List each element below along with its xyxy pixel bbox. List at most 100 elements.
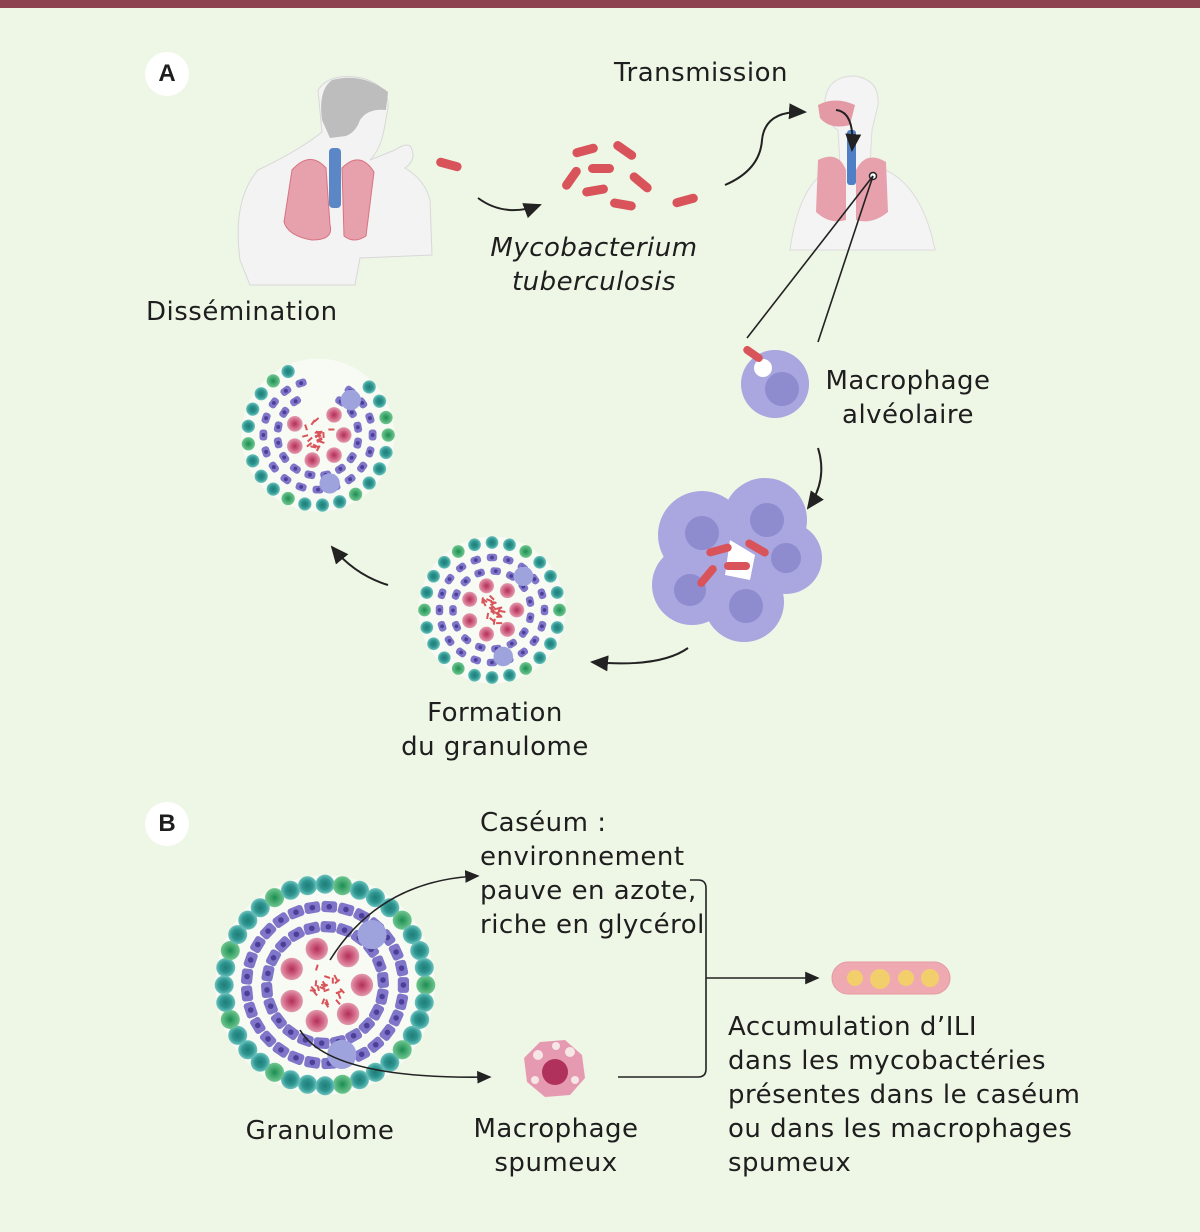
lymphocyte-cell xyxy=(246,454,259,467)
lymphocyte-cell xyxy=(379,411,392,424)
lymphocyte-cell xyxy=(415,993,434,1012)
label-transmission: Transmission xyxy=(614,56,788,90)
lymphocyte-cell xyxy=(363,476,376,489)
disseminating-granuloma-icon xyxy=(242,359,395,512)
lymphocyte-cell xyxy=(246,403,259,416)
foamy-cell xyxy=(304,452,320,468)
lymphocyte-cell xyxy=(242,420,255,433)
label-bacterium-line2: tuberculosis xyxy=(482,265,706,299)
foamy-cell xyxy=(462,613,477,628)
label-caseum-line1: Caséum : xyxy=(480,806,606,840)
label-foamy-line2: spumeux xyxy=(466,1146,646,1180)
arrow-to-dissemination xyxy=(332,547,388,585)
lymphocyte-cell xyxy=(373,395,386,408)
foamy-cell xyxy=(326,447,342,463)
arrow-to-granuloma xyxy=(592,648,688,663)
lymphocyte-cell xyxy=(416,975,435,994)
foamy-cell xyxy=(281,990,303,1012)
lymphocyte-cell xyxy=(333,1075,352,1094)
lymphocyte-cell xyxy=(333,495,346,508)
panel-b-badge: B xyxy=(145,802,189,846)
lymphocyte-cell xyxy=(379,446,392,459)
bacteria-cluster-icon xyxy=(435,139,699,211)
lymphocyte-cell xyxy=(363,380,376,393)
bacterium xyxy=(496,622,502,624)
foamy-cell xyxy=(509,603,524,618)
lymphocyte-cell xyxy=(415,958,434,977)
bacterium xyxy=(322,432,324,438)
lymphocyte-cell xyxy=(468,669,481,682)
label-caseum-line2: environnement xyxy=(480,840,685,874)
foamy-cell xyxy=(306,938,328,960)
lymphocyte-cell xyxy=(373,462,386,475)
lymphocyte-cell xyxy=(418,604,431,617)
foamy-cell xyxy=(287,438,303,454)
lymphocyte-cell xyxy=(544,570,557,583)
foamy-cell xyxy=(479,578,494,593)
lymphocyte-cell xyxy=(242,437,255,450)
lymphocyte-cell xyxy=(427,570,440,583)
label-result-line3: présentes dans le caséum xyxy=(728,1078,1080,1112)
lymphocyte-cell xyxy=(298,876,317,895)
bacterium xyxy=(491,607,493,613)
lymphocyte-cell xyxy=(221,1010,240,1029)
lymphocyte-cell xyxy=(427,637,440,650)
lymphocyte-cell xyxy=(281,365,294,378)
lymphocyte-cell xyxy=(553,604,566,617)
foamy-macrophage-icon xyxy=(524,1040,585,1097)
foamy-cell xyxy=(462,592,477,607)
lymphocyte-cell xyxy=(255,387,268,400)
lymphocyte-cell xyxy=(216,993,235,1012)
foamy-cell xyxy=(281,958,303,980)
lymphocyte-cell xyxy=(452,545,465,558)
bacterium xyxy=(332,978,334,984)
lymphocyte-cell xyxy=(438,556,451,569)
lymphocyte-cell xyxy=(281,492,294,505)
lymphocyte-cell xyxy=(452,662,465,675)
lymphocyte-cell xyxy=(298,497,311,510)
lymphocyte-cell xyxy=(420,621,433,634)
foamy-cell xyxy=(479,627,494,642)
label-macrophage-line1: Macrophage xyxy=(818,364,998,398)
granuloma-icon xyxy=(418,536,566,684)
label-granulome: Granulome xyxy=(230,1114,410,1148)
alveolar-macrophage-icon xyxy=(741,344,809,418)
granuloma-icon xyxy=(215,875,436,1096)
lipid-inclusion-bacterium-icon xyxy=(832,962,950,994)
foamy-cell xyxy=(306,1010,328,1032)
lymphocyte-cell xyxy=(315,875,334,894)
bacterium xyxy=(328,428,334,430)
lymphocyte-cell xyxy=(410,941,429,960)
lymphocyte-cell xyxy=(420,586,433,599)
coughing-person-icon xyxy=(238,77,432,286)
lymphocyte-cell xyxy=(315,1076,334,1095)
lymphocyte-cell xyxy=(349,488,362,501)
lymphocyte-cell xyxy=(503,669,516,682)
lymphocyte-cell xyxy=(333,876,352,895)
foamy-cell xyxy=(500,622,515,637)
lymphocyte-cell xyxy=(267,374,280,387)
lymphocyte-cell xyxy=(350,1070,369,1089)
lymphocyte-cell xyxy=(267,482,280,495)
label-bacterium-line1: Mycobacterium xyxy=(482,231,706,265)
label-caseum-line4: riche en glycérol xyxy=(480,908,705,942)
label-result-line5: spumeux xyxy=(728,1146,851,1180)
lymphocyte-cell xyxy=(215,975,234,994)
label-formation-line2: du granulome xyxy=(395,730,595,764)
foamy-cell xyxy=(337,945,359,967)
foamy-cell xyxy=(336,427,352,443)
label-macrophage-line2: alvéolaire xyxy=(818,398,998,432)
respiratory-tract-icon xyxy=(790,76,935,250)
lymphocyte-cell xyxy=(382,428,395,441)
bacterium xyxy=(310,989,316,991)
lymphocyte-cell xyxy=(438,651,451,664)
foamy-cell xyxy=(326,407,342,423)
macrophage-cluster-icon xyxy=(652,478,822,642)
lymphocyte-cell xyxy=(281,881,300,900)
label-result-line1: Accumulation d’ILI xyxy=(728,1010,977,1044)
foamy-cell xyxy=(287,416,303,432)
lymphocyte-cell xyxy=(519,545,532,558)
label-result-line4: ou dans les macrophages xyxy=(728,1112,1072,1146)
lymphocyte-cell xyxy=(533,556,546,569)
lymphocyte-cell xyxy=(298,1075,317,1094)
